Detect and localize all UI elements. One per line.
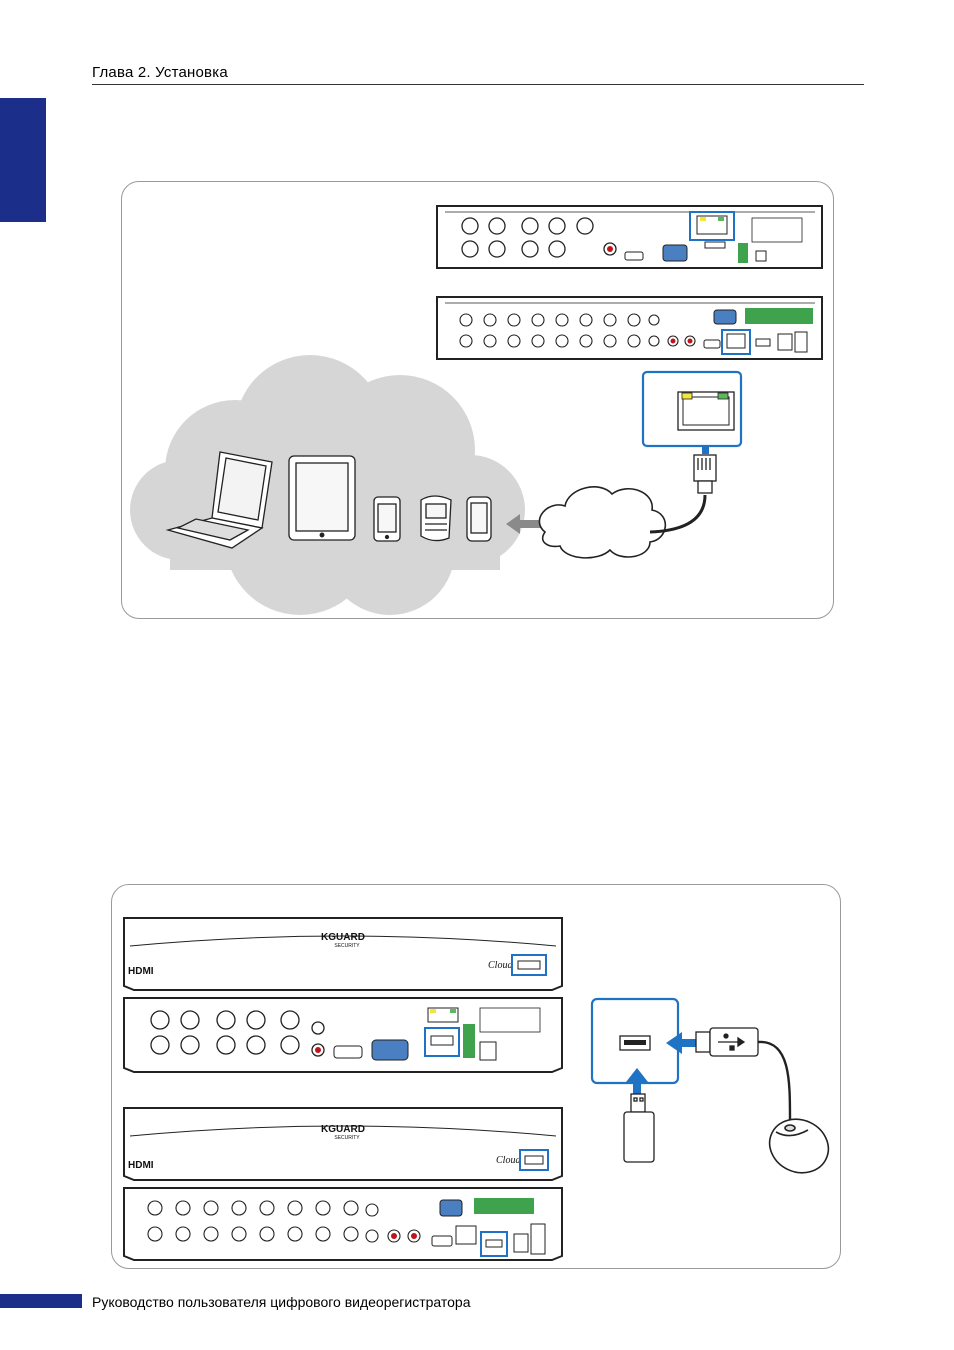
hdmi-label: HDMI: [128, 1160, 154, 1171]
dvr-rear-panel-2: [124, 1188, 562, 1260]
cloud-label: Cloud: [488, 960, 513, 971]
mouse-cable: [758, 1042, 790, 1120]
brand-sub: SECURITY: [334, 1135, 360, 1141]
usb-cable-connector-icon: [696, 1028, 758, 1056]
cloud-label: Cloud: [496, 1155, 521, 1166]
dvr-rear-panel-1: [124, 998, 562, 1072]
footer-accent-bar: [0, 1294, 82, 1308]
hdmi-label: HDMI: [128, 966, 154, 977]
footer-title: Руководство пользователя цифрового видео…: [92, 1294, 471, 1310]
usb-port-zoom: [592, 999, 678, 1083]
dvr-front-panel-1: KGUARD SECURITY HDMI Cloud: [124, 918, 562, 990]
brand-logo: KGUARD: [321, 932, 365, 943]
brand-sub: SECURITY: [334, 943, 360, 949]
dvr-front-panel-2: KGUARD SECURITY HDMI Cloud: [124, 1108, 562, 1180]
brand-logo: KGUARD: [321, 1124, 365, 1135]
usb-flash-drive-icon: [624, 1094, 654, 1162]
usb-mouse-icon: [761, 1110, 837, 1182]
